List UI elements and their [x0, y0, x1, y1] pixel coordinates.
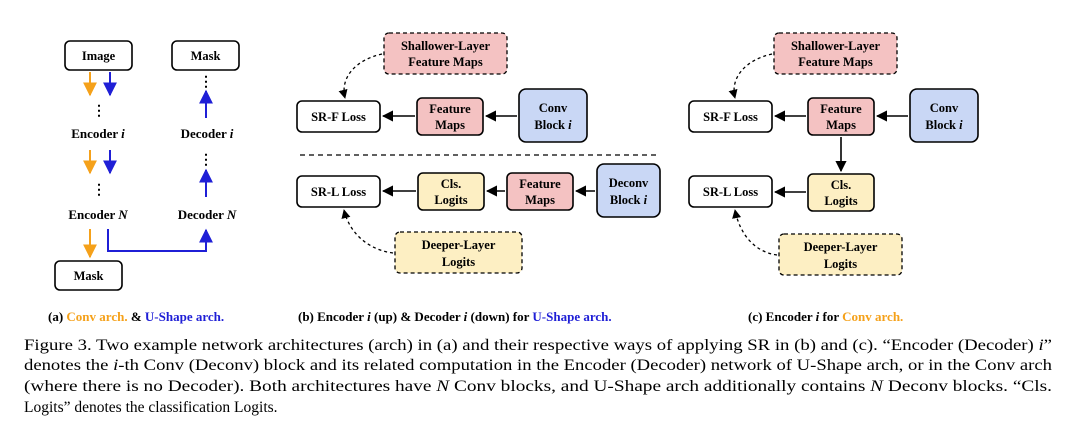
ellipsis-2: ⋮ — [92, 183, 106, 198]
image-box — [64, 40, 133, 71]
feature-maps-label-1-c: Feature — [820, 102, 862, 116]
panel-b: Shallower-Layer Feature Maps SR-F Loss F… — [296, 32, 661, 274]
feature-maps-low-label-2-b: Maps — [525, 193, 555, 207]
srf-loss-label-b: SR-F Loss — [311, 110, 366, 124]
deeper-label-1-c: Deeper-Layer — [804, 240, 878, 254]
srl-loss-box-b — [296, 175, 381, 208]
cls-logits-label-2-b: Logits — [434, 193, 467, 207]
mask-bottom-box — [54, 260, 123, 291]
mask-top-box — [171, 40, 240, 71]
ellipsis-1: ⋮ — [92, 104, 106, 119]
conv-block-box-b — [518, 88, 588, 143]
feature-maps-label-2-c: Maps — [826, 118, 856, 132]
ellipsis-3: ⋮ — [199, 75, 213, 90]
cls-logits-label-1-c: Cls. — [831, 178, 852, 192]
deeper-box-c — [778, 233, 903, 276]
decoder-i-label: Decoder i — [181, 126, 234, 141]
srl-loss-label-c: SR-L Loss — [703, 185, 758, 199]
deconv-block-label-2-b: Block i — [610, 193, 648, 207]
deeper-label-2-b: Logits — [442, 255, 475, 269]
dashed-arrow-deeper-c — [732, 209, 778, 256]
caption-line-3: (where there is no Decoder). Both archit… — [24, 378, 1052, 395]
conv-block-label-1-c: Conv — [930, 101, 959, 115]
deeper-label-1-b: Deeper-Layer — [422, 238, 496, 252]
deconv-block-label-1-b: Deconv — [609, 176, 649, 190]
conv-block-label-2-b: Block i — [534, 118, 572, 132]
deconv-block-box-b — [596, 163, 661, 218]
encoder-i-label: Encoder i — [71, 126, 125, 141]
shallower-label-1-b: Shallower-Layer — [401, 39, 491, 53]
shallower-box-c — [773, 32, 898, 75]
shallower-label-2-b: Feature Maps — [408, 55, 483, 69]
srf-loss-box-c — [688, 100, 773, 133]
subcaption-c: (c) Encoder i for Conv arch. — [748, 309, 903, 324]
dashed-arrow-shallower-c — [728, 53, 773, 99]
cls-logits-box-c — [807, 173, 875, 212]
feature-maps-box-b — [416, 97, 484, 136]
srl-loss-box-c — [688, 175, 773, 208]
conv-block-box-c — [909, 88, 979, 143]
mask-top-label: Mask — [191, 49, 221, 63]
shallower-box-b — [383, 32, 508, 75]
feature-maps-box-c — [807, 97, 875, 136]
dashed-arrow-shallower-b — [338, 53, 383, 99]
subcaption-b: (b) Encoder i (up) & Decoder i (down) fo… — [298, 309, 612, 324]
cls-logits-label-2-c: Logits — [824, 194, 857, 208]
panel-a: Image Mask ⋮ Encoder i ⋮ Encoder N ⋮ Dec… — [54, 40, 240, 291]
shallower-label-1-c: Shallower-Layer — [791, 39, 881, 53]
mask-bottom-label: Mask — [74, 269, 104, 283]
feature-maps-low-label-1-b: Feature — [519, 177, 561, 191]
srf-loss-box-b — [296, 100, 381, 133]
shallower-label-2-c: Feature Maps — [798, 55, 873, 69]
blue-skip-arrow — [107, 228, 213, 252]
encoder-n-label: Encoder N — [68, 207, 128, 222]
cls-logits-box-b — [417, 172, 485, 211]
deeper-box-b — [394, 231, 523, 274]
caption-line-1: Figure 3. Two example network architectu… — [24, 337, 1052, 354]
caption-line-2: denotes the i-th Conv (Deconv) block and… — [24, 357, 1052, 374]
conv-block-label-1-b: Conv — [539, 101, 568, 115]
subcaption-a: (a) Conv arch. & U-Shape arch. — [48, 309, 224, 324]
dashed-arrow-deeper-b — [341, 209, 394, 254]
srf-loss-label-c: SR-F Loss — [703, 110, 758, 124]
decoder-n-label: Decoder N — [178, 207, 237, 222]
feature-maps-label-2-b: Maps — [435, 118, 465, 132]
caption-line-4: Logits” denotes the classification Logit… — [24, 399, 278, 416]
conv-block-label-2-c: Block i — [925, 118, 963, 132]
srl-loss-label-b: SR-L Loss — [311, 185, 366, 199]
cls-logits-label-1-b: Cls. — [441, 177, 462, 191]
feature-maps-label-1-b: Feature — [429, 102, 471, 116]
ellipsis-4: ⋮ — [199, 153, 213, 168]
image-label: Image — [82, 49, 116, 63]
panel-c: Shallower-Layer Feature Maps SR-F Loss F… — [688, 32, 979, 276]
feature-maps-low-box-b — [506, 172, 574, 211]
deeper-label-2-c: Logits — [824, 257, 857, 271]
